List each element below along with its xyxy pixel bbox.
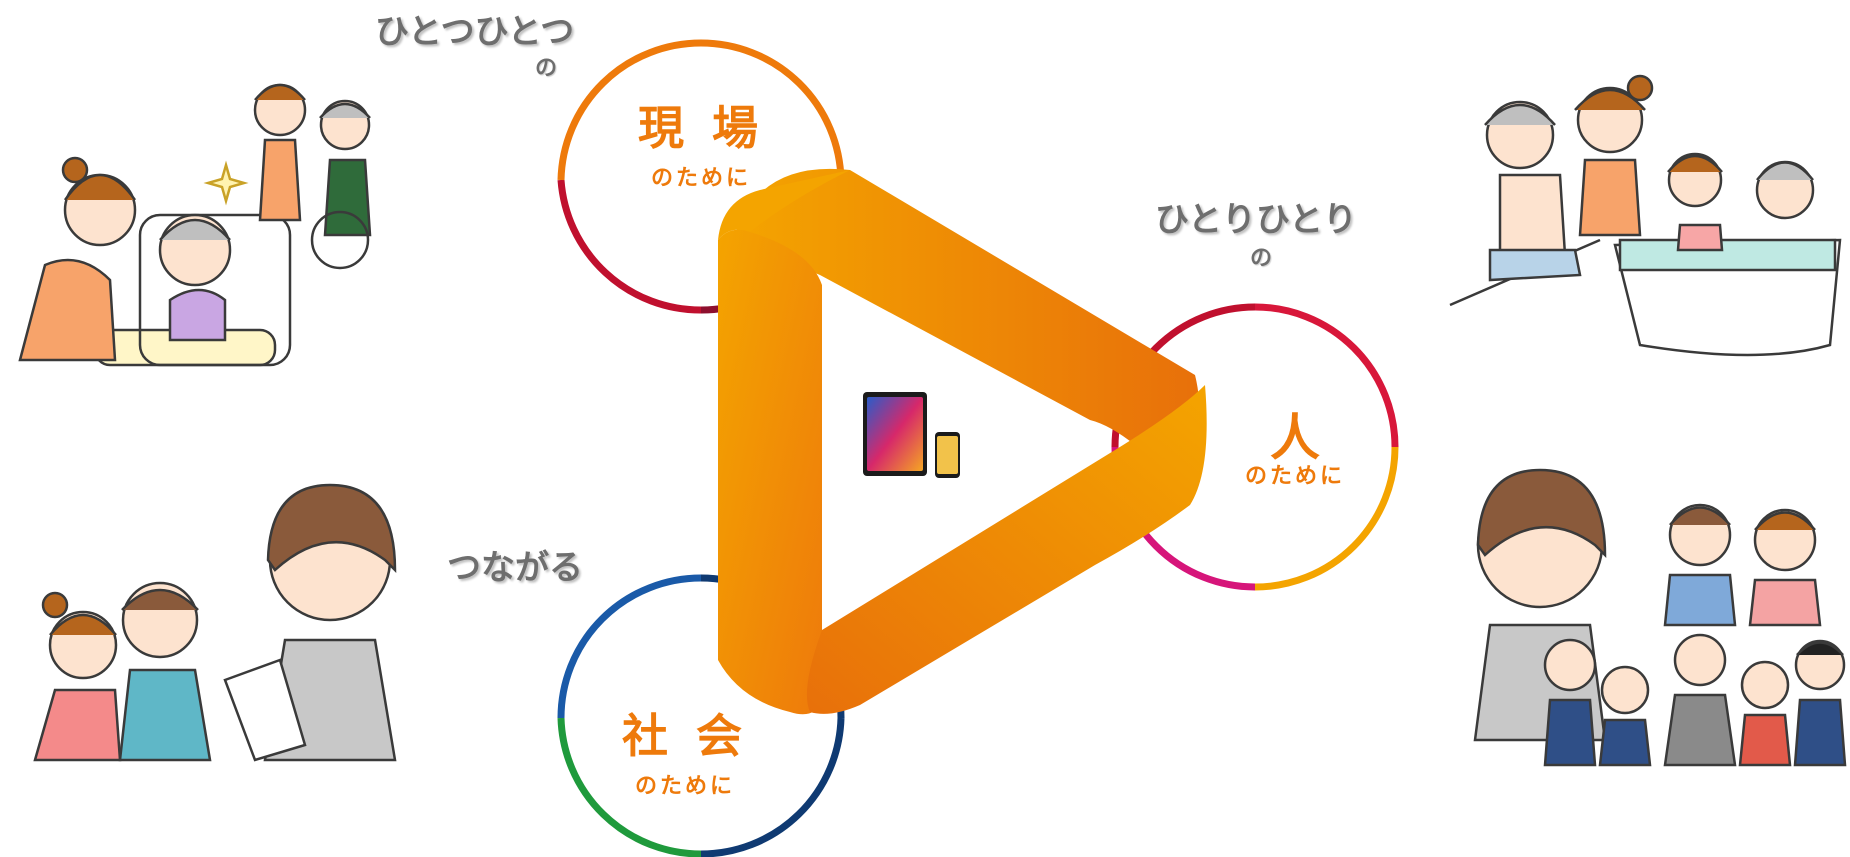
connect-label: つながる bbox=[447, 548, 583, 588]
circle-genba-subtitle: のために bbox=[650, 166, 751, 191]
caregivers-and-elderly-illustration bbox=[18, 83, 372, 367]
team-of-staff-illustration bbox=[1473, 468, 1847, 767]
circle-shakai-title: 社 会 bbox=[621, 709, 748, 763]
circle-shakai-subtitle: のために bbox=[634, 774, 735, 799]
family-consultation-illustration bbox=[33, 483, 397, 762]
top-left-heading: ひとつひとつ bbox=[375, 12, 575, 52]
tablet-icon bbox=[863, 392, 927, 476]
top-left-no: の bbox=[535, 56, 558, 81]
right-no: の bbox=[1250, 246, 1273, 271]
circle-hito-title: 人 bbox=[1270, 409, 1320, 467]
circle-genba-title: 現 場 bbox=[637, 101, 764, 155]
bath-care-illustration bbox=[1449, 74, 1842, 357]
circle-hito-subtitle: のために bbox=[1244, 464, 1345, 489]
right-heading: ひとりひとり bbox=[1155, 200, 1357, 240]
smartphone-icon bbox=[935, 432, 960, 478]
triangle-band bbox=[718, 168, 1207, 715]
